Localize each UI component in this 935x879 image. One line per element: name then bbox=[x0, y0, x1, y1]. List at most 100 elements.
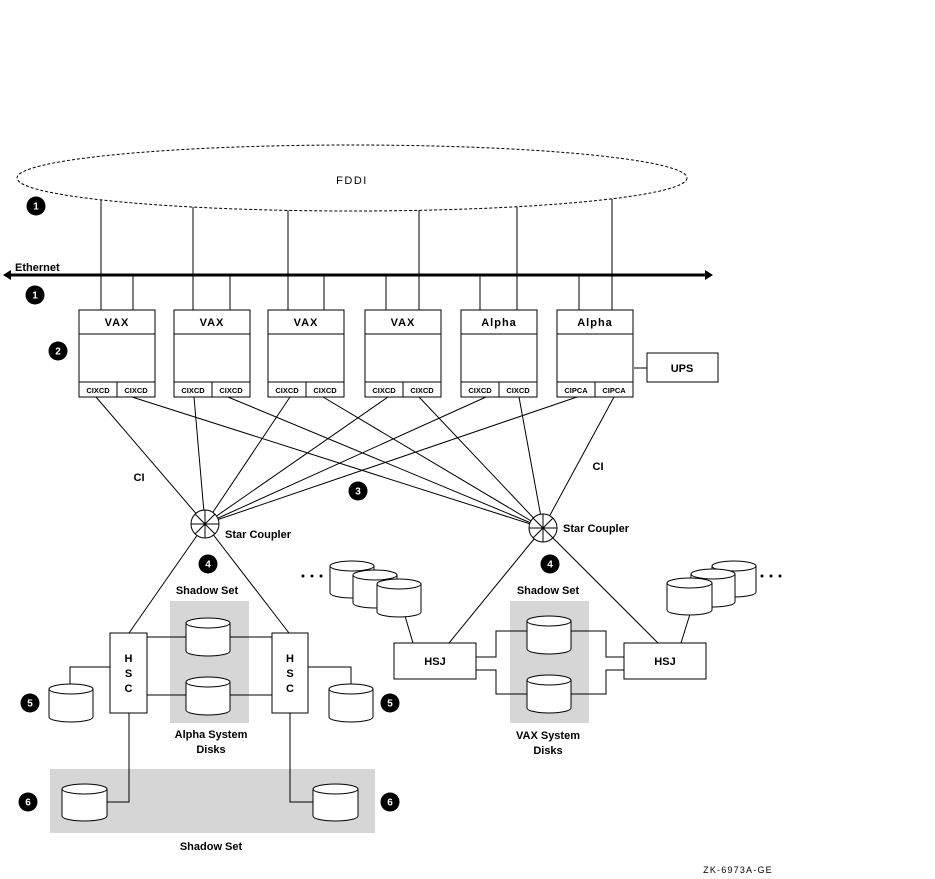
hsc-shadow-set-title: Shadow Set bbox=[180, 841, 243, 853]
more-disks-ellipsis-icon bbox=[301, 574, 323, 578]
alpha-shadow-disk-icon bbox=[185, 676, 231, 716]
disk-top bbox=[526, 674, 572, 686]
vax-system-disks-caption-1: VAX System bbox=[516, 730, 580, 742]
ci-cable-line bbox=[518, 396, 544, 529]
vax-shadow-set-title: Shadow Set bbox=[517, 585, 580, 597]
ci-cable-line bbox=[95, 396, 206, 525]
hsj-to-disk-line bbox=[571, 669, 624, 695]
callout-badge: 3 bbox=[348, 481, 368, 501]
star-coupler-spoke bbox=[532, 517, 554, 539]
star-coupler-right-label: Star Coupler bbox=[563, 523, 630, 535]
hsj-left-box bbox=[393, 642, 477, 680]
ci-cable-line bbox=[204, 396, 291, 525]
ci-cable-line bbox=[204, 396, 578, 525]
node-type-label: VAX bbox=[105, 317, 130, 329]
disk-top bbox=[48, 683, 94, 695]
hsc-to-disk-line bbox=[69, 666, 110, 684]
ci-adapter-label: CIXCD bbox=[124, 386, 148, 395]
ci-cable-line bbox=[128, 523, 206, 634]
network-drops bbox=[100, 198, 613, 310]
vertical-letter: H bbox=[125, 653, 133, 665]
hsj-to-disk-line bbox=[571, 630, 624, 658]
callout-badge: 5 bbox=[380, 693, 400, 713]
disk-top bbox=[185, 617, 231, 629]
callout-circle-icon bbox=[26, 196, 46, 216]
callout-circle-icon bbox=[48, 341, 68, 361]
ci-cable-line bbox=[204, 396, 487, 525]
callout-number: 6 bbox=[25, 798, 31, 809]
hsc-right-box bbox=[271, 632, 309, 714]
callout-badge: 4 bbox=[540, 554, 560, 574]
hsc-to-disk-line bbox=[289, 713, 313, 803]
disk-top bbox=[328, 683, 374, 695]
star-coupler-icon bbox=[190, 509, 220, 539]
node-type-label: VAX bbox=[294, 317, 319, 329]
callout-circle-icon bbox=[380, 792, 400, 812]
cluster-node: VAX CIXCD CIXCD bbox=[78, 309, 156, 398]
ci-cable-line bbox=[542, 527, 659, 644]
disk-top bbox=[312, 783, 359, 795]
fddi-ring bbox=[16, 144, 688, 212]
callout-badge: 4 bbox=[198, 554, 218, 574]
callout-badge: 1 bbox=[25, 285, 45, 305]
alpha-system-disks-caption-1: Alpha System bbox=[175, 729, 248, 741]
vertical-letter: S bbox=[125, 668, 132, 680]
hsj-disk-stack-icon bbox=[666, 577, 713, 616]
callout-number: 6 bbox=[387, 798, 393, 809]
disk-top bbox=[61, 783, 108, 795]
ci-cables bbox=[95, 396, 659, 644]
ci-cable-line bbox=[193, 396, 206, 525]
ci-adapter-label: CIXCD bbox=[372, 386, 396, 395]
hsj-left-label: HSJ bbox=[424, 656, 445, 668]
more-disks-ellipsis-icon bbox=[760, 574, 782, 578]
hsj-right-box bbox=[623, 642, 707, 680]
ci-adapter-label: CIXCD bbox=[219, 386, 243, 395]
callout-badge: 6 bbox=[18, 792, 38, 812]
hsj-to-disk-line bbox=[404, 615, 414, 644]
node-type-label: Alpha bbox=[577, 317, 613, 329]
callout-number: 3 bbox=[355, 487, 361, 498]
disk-top bbox=[376, 578, 422, 590]
ci-adapter-label: CIXCD bbox=[468, 386, 492, 395]
fddi-label: FDDI bbox=[336, 175, 368, 187]
callout-badge: 5 bbox=[20, 693, 40, 713]
callout-number: 5 bbox=[27, 699, 33, 710]
disk-body bbox=[48, 689, 94, 723]
callout-number: 5 bbox=[387, 699, 393, 710]
ci-adapter-label: CIXCD bbox=[86, 386, 110, 395]
ups-label: UPS bbox=[671, 363, 694, 375]
disk-body bbox=[666, 583, 713, 616]
disk-body bbox=[185, 623, 231, 657]
alpha-shadow-disk-icon bbox=[185, 617, 231, 657]
disk-body bbox=[185, 682, 231, 716]
vertical-letter: C bbox=[125, 683, 133, 695]
hsc-to-disk-line bbox=[107, 713, 130, 803]
callout-number: 2 bbox=[55, 347, 61, 358]
disk-body bbox=[526, 680, 572, 714]
callout-circle-icon bbox=[18, 792, 38, 812]
ci-cable-line bbox=[448, 527, 544, 644]
ci-right-label: CI bbox=[593, 461, 604, 473]
disk-top bbox=[526, 615, 572, 627]
hsc-shadow-disk-icon bbox=[61, 783, 108, 822]
ci-cable-line bbox=[418, 396, 544, 529]
disk-top bbox=[352, 569, 398, 581]
hsc-shadow-disk-icon bbox=[312, 783, 359, 822]
node-type-label: Alpha bbox=[481, 317, 517, 329]
ethernet-label: Ethernet bbox=[15, 262, 60, 274]
ci-adapter-label: CIXCD bbox=[181, 386, 205, 395]
callout-number: 4 bbox=[547, 560, 553, 571]
disk-top bbox=[711, 560, 757, 572]
callout-circle-icon bbox=[540, 554, 560, 574]
ethernet-arrow-right-icon bbox=[705, 270, 713, 280]
node-type-label: VAX bbox=[391, 317, 416, 329]
ci-adapter-label: CIXCD bbox=[275, 386, 299, 395]
ci-cable-line bbox=[542, 396, 615, 529]
ups-box bbox=[646, 352, 719, 383]
